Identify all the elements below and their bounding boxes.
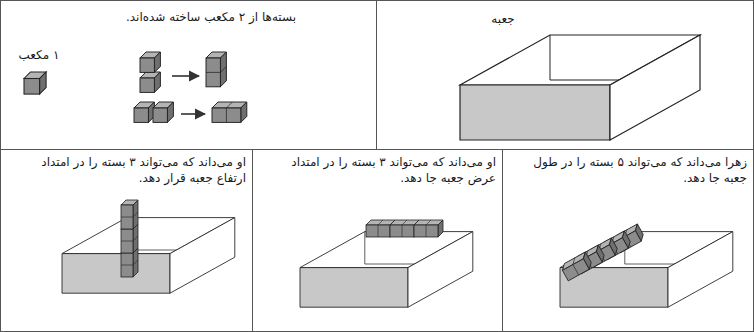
pack <box>212 102 247 122</box>
cube <box>140 52 160 72</box>
panel-text: او می‌داند که می‌تواند ۳ بسته را در امتد… <box>9 154 246 186</box>
pack <box>206 52 226 87</box>
pack <box>560 252 594 281</box>
single-cube <box>24 72 46 94</box>
panel-text: ۱ مکعب <box>7 47 71 63</box>
cube <box>153 102 173 122</box>
cube-figures <box>24 52 247 122</box>
box-figure <box>62 218 235 294</box>
cube <box>140 72 160 92</box>
box-figure <box>460 35 700 140</box>
height-panel: او می‌داند که می‌تواند ۳ بسته را در امتد… <box>0 149 253 332</box>
pack <box>121 200 138 229</box>
box-figure <box>560 232 733 308</box>
panel-text: زهرا می‌داند که می‌تواند ۵ بسته را در طو… <box>511 154 747 186</box>
pack <box>414 220 443 237</box>
box-panel: جعبه <box>376 0 754 150</box>
length-panel: زهرا می‌داند که می‌تواند ۵ بسته را در طو… <box>502 149 754 332</box>
box-height-figure <box>62 200 235 293</box>
arrow <box>181 113 205 115</box>
box-figure <box>300 232 473 308</box>
box-width-figure <box>300 220 473 307</box>
cube <box>134 102 154 122</box>
panel-text: بسته‌ها از ۲ مکعب ساخته شده‌اند. <box>81 9 341 25</box>
width-panel: او می‌داند که می‌تواند ۳ بسته را در امتد… <box>252 149 503 332</box>
panel-text: جعبه <box>473 11 533 27</box>
box-length-figure <box>560 224 733 307</box>
instruction-panel: بسته‌ها از ۲ مکعب ساخته شده‌اند. ۱ مکعب <box>0 0 377 150</box>
panel-text: او می‌داند که می‌تواند ۳ بسته را در امتد… <box>261 154 496 186</box>
arrow <box>172 75 199 77</box>
